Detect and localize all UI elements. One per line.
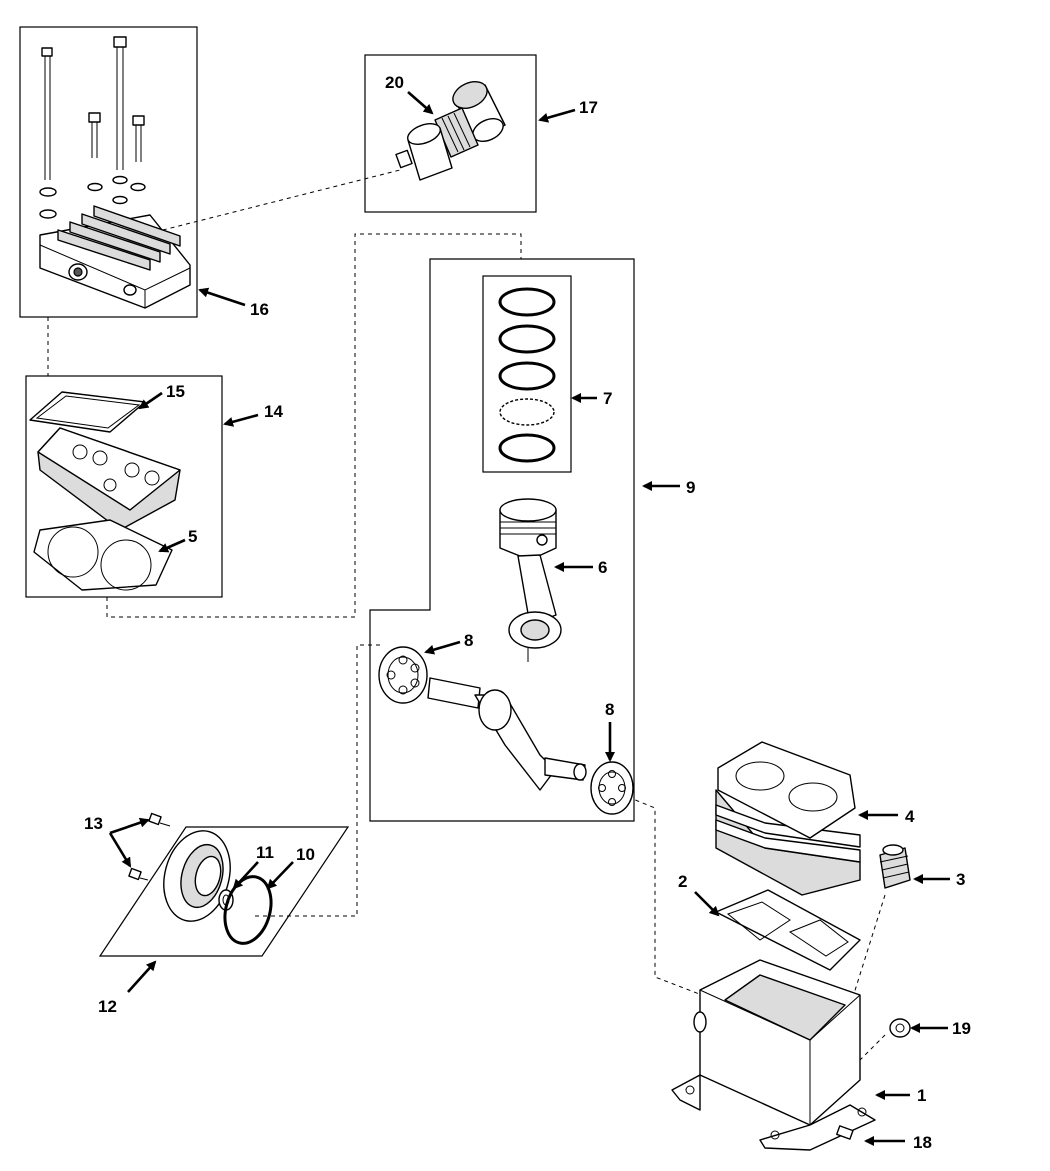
leader-arrow-16 [198,287,246,307]
leader-arrow-13b [108,832,132,868]
callout-10: 10 [296,845,315,864]
callout-2: 2 [678,872,687,891]
leader-arrow-10 [266,861,294,890]
callout-6: 6 [598,558,607,577]
callout-9: 9 [686,478,695,497]
leader-arrow-12 [127,960,157,993]
connector-line-cover-to-crank [255,644,380,917]
cylinder-head-group-box [19,26,198,318]
callout-5: 5 [188,527,197,546]
callout-1: 1 [917,1086,926,1105]
callout-15: 15 [166,382,185,401]
callout-3: 3 [956,870,965,889]
callout-12: 12 [98,997,117,1016]
connector-line-gasket-to-piston [106,233,522,618]
callout-4: 4 [905,807,915,826]
connector-line-head-to-valve [154,169,401,233]
bearing-cover-part [128,812,273,945]
piston-rod-part [499,498,562,662]
unloader-valve-part [879,844,911,889]
base-gasket-part [715,889,861,971]
callout-17: 17 [579,98,598,117]
callout-11: 11 [256,843,274,862]
callout-8b: 8 [605,700,614,719]
leader-arrow-5 [158,538,186,553]
callout-16: 16 [250,300,269,319]
connector-line-crank-to-body [627,796,716,1001]
callout-20: 20 [385,73,404,92]
leader-arrow-14 [223,413,259,427]
leader-arrow-2 [694,891,720,917]
callout-14: 14 [264,402,283,421]
callout-7: 7 [603,389,612,408]
piston-rings-part [498,287,556,463]
leader-arrow-13a [109,817,150,835]
cylinder-part [715,741,861,896]
callout-8a: 8 [464,631,473,650]
callout-13: 13 [84,814,103,833]
bearing-cover-group-box [98,826,350,957]
leader-arrow-17 [538,108,576,123]
piston-ring-group-box [482,275,572,473]
leader-arrow-8a [424,640,461,655]
valve-plate-group-box [25,375,223,598]
valve-plate-part [29,391,181,591]
leader-arrow-11 [232,861,259,890]
valve-group-box [364,54,537,213]
crankcase-part [671,959,911,1151]
piston-assembly-group-box [369,258,635,822]
cylinder-head-part [39,36,191,309]
callout-19: 19 [952,1019,971,1038]
leader-arrow-15 [138,391,163,410]
callout-18: 18 [913,1133,932,1152]
crankshaft-bearings-part [378,646,634,815]
connector-line-valve-to-body [851,894,886,1001]
check-valve-part [395,81,506,181]
connector-line-plug-to-body [859,1034,886,1061]
leader-arrow-20 [407,91,434,115]
